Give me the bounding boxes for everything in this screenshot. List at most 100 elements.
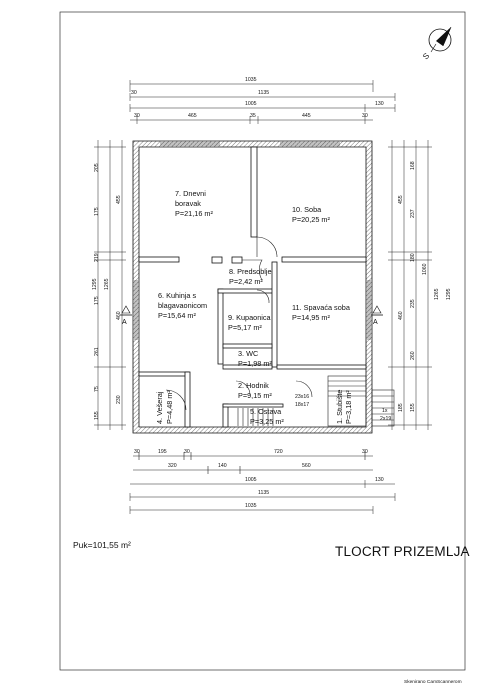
dim-bot-560: 560 xyxy=(302,463,311,469)
wall-wc-bottom xyxy=(222,364,273,370)
floor-plan: 23x16 18x17 1x 2x19 A A xyxy=(120,140,395,434)
dim-bot-30c: 30 xyxy=(362,449,368,455)
staircase xyxy=(237,375,395,427)
dim-right-455: 455 xyxy=(398,195,404,204)
dim-right-260: 260 xyxy=(410,351,416,360)
wall-living-soba xyxy=(250,146,258,238)
dim-right-168: 168 xyxy=(410,161,416,170)
section-marker-left: A xyxy=(120,305,132,326)
wall-soba-bedroom xyxy=(281,256,367,263)
section-marker-left-label: A xyxy=(122,319,127,326)
dim-bot-720: 720 xyxy=(274,449,283,455)
windows xyxy=(134,142,371,340)
wall-bath-right xyxy=(271,261,278,368)
drawing-title: TLOCRT PRIZEMLJA xyxy=(335,544,470,559)
room-2-name: 2. Hodnik xyxy=(238,381,269,390)
dim-left-230: 230 xyxy=(116,395,122,404)
door-swings xyxy=(165,236,313,411)
dim-right-155: 155 xyxy=(410,403,416,412)
room-5-name: 5. Ostava xyxy=(250,407,282,416)
north-label: S xyxy=(421,51,431,61)
room-8-area: P=2,42 m² xyxy=(229,277,263,286)
room-6-name2: blagavaonicom xyxy=(158,301,207,310)
stair-label-d: 2x19 xyxy=(380,416,391,422)
room-7-name2: boravak xyxy=(175,199,201,208)
dim-right-1060: 1060 xyxy=(422,263,428,275)
room-10-name: 10. Soba xyxy=(292,205,322,214)
sheet-border xyxy=(59,11,466,671)
dim-top-1135: 1135 xyxy=(258,90,269,96)
dim-left-219: 219 xyxy=(94,253,100,262)
dim-bot-140: 140 xyxy=(218,463,227,469)
puk-area: Puk=101,55 m² xyxy=(73,540,131,550)
room-2-area: P=9,15 m² xyxy=(238,391,272,400)
dim-bot-195: 195 xyxy=(158,449,167,455)
wall-storage-left xyxy=(222,403,229,428)
dim-top-1005: 1005 xyxy=(245,101,257,107)
room-9-area: P=5,17 m² xyxy=(228,323,262,332)
wall-storage-top xyxy=(222,403,284,408)
wall-laundry-right xyxy=(184,371,191,428)
dim-top-small-1: 30 xyxy=(131,90,137,96)
wall-living-kitchen-a xyxy=(138,256,180,263)
dim-left-261: 261 xyxy=(94,347,100,356)
dim-right-460: 460 xyxy=(398,311,404,320)
dim-left-205: 205 xyxy=(94,163,100,172)
dim-right-1265: 1265 xyxy=(434,288,440,300)
dim-right-180: 180 xyxy=(410,253,416,262)
dim-left-460: 460 xyxy=(116,311,122,320)
room-11-name: 11. Spavaća soba xyxy=(292,303,351,312)
room-4-name: 4. Vešeraj xyxy=(155,391,164,424)
dim-right-1295: 1295 xyxy=(446,288,452,300)
dim-bot-130: 130 xyxy=(375,477,384,483)
room-1-name: 1. Stubište xyxy=(335,390,344,424)
room-10-area: P=20,25 m² xyxy=(292,215,330,224)
dim-bot-1035: 1035 xyxy=(245,503,257,509)
room-3-area: P=1,98 m² xyxy=(238,359,272,368)
room-5-area: P=3,25 m² xyxy=(250,417,284,426)
room-6-name: 6. Kuhinja s xyxy=(158,291,196,300)
dim-right-185: 185 xyxy=(398,403,404,412)
room-4-area: P=4,48 m² xyxy=(165,390,174,424)
dim-left-175b: 175 xyxy=(94,296,100,305)
room-9-name: 9. Kupaonica xyxy=(228,313,272,322)
left-dimensions: 1295 1265 455 460 230 205 175 219 175 26… xyxy=(92,140,126,430)
stair-label-a: 23x16 xyxy=(295,394,309,400)
dim-top-30a: 30 xyxy=(134,113,140,119)
scanner-note: Skenirano CamScannerom xyxy=(404,679,462,685)
stair-label-b: 18x17 xyxy=(295,402,309,408)
wall-bath-bottom xyxy=(222,343,273,349)
wall-stub-b xyxy=(231,256,243,264)
dim-bot-320: 320 xyxy=(168,463,177,469)
dim-top-30b: 30 xyxy=(362,113,368,119)
right-dimensions: 168 237 180 235 260 155 455 460 185 1060… xyxy=(388,140,452,430)
section-marker-right-label: A xyxy=(373,319,378,326)
stair-label-c: 1x xyxy=(382,408,388,414)
room-7-name: 7. Dnevni xyxy=(175,189,206,198)
dim-right-235: 235 xyxy=(410,299,416,308)
wall-bath-top xyxy=(217,288,277,294)
dim-bot-30a: 30 xyxy=(134,449,140,455)
room-3-name: 3. WC xyxy=(238,349,258,358)
dim-top-465: 465 xyxy=(188,113,197,119)
section-marker-right: A xyxy=(371,305,383,326)
dim-left-1295: 1295 xyxy=(92,278,98,290)
dim-top-1035: 1035 xyxy=(245,77,257,83)
room-6-area: P=15,64 m² xyxy=(158,311,196,320)
dim-bot-30b: 30 xyxy=(184,449,190,455)
dim-top-445: 445 xyxy=(302,113,311,119)
top-dimensions: 1035 1135 30 1005 130 30 465 35 445 30 xyxy=(129,77,396,124)
outer-wall xyxy=(132,140,373,434)
room-8-name: 8. Predsoblje xyxy=(229,267,272,276)
dim-left-1265: 1265 xyxy=(104,278,110,290)
north-arrow-icon: S xyxy=(421,26,452,61)
dim-left-455: 455 xyxy=(116,195,122,204)
bottom-dimensions: 30 195 30 720 30 320 140 560 1005 130 11… xyxy=(129,449,396,514)
dim-left-75: 75 xyxy=(94,386,100,392)
dim-left-155: 155 xyxy=(94,411,100,420)
room-11-area: P=14,95 m² xyxy=(292,313,330,322)
room-1-area: P=3,18 m² xyxy=(344,390,353,424)
dim-bot-1135: 1135 xyxy=(258,490,269,496)
room-labels: 7. Dnevni boravak P=21,16 m² 10. Soba P=… xyxy=(155,189,353,426)
